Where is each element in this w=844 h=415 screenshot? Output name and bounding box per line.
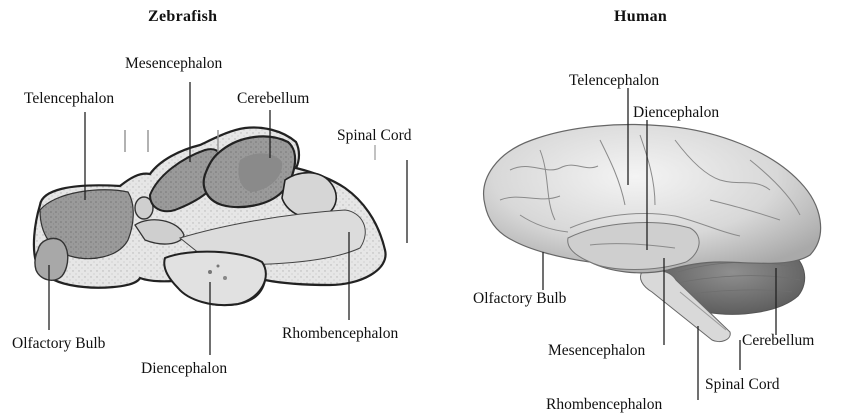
human-label-cerebellum: Cerebellum <box>742 332 814 350</box>
human-panel: Human Telencephalon Diencephalon Olfacto… <box>450 0 844 415</box>
zebrafish-title: Zebrafish <box>148 8 217 26</box>
zebrafish-panel: Zebrafish Mesencephalon Telencephalon Ce… <box>0 0 450 415</box>
zebrafish-label-olfactory-bulb: Olfactory Bulb <box>12 335 105 353</box>
zebrafish-label-cerebellum: Cerebellum <box>237 90 309 108</box>
human-label-olfactory-bulb: Olfactory Bulb <box>473 290 566 308</box>
human-label-rhombencephalon: Rhombencephalon <box>546 396 662 414</box>
zebrafish-label-telencephalon: Telencephalon <box>24 90 114 108</box>
human-label-spinal-cord: Spinal Cord <box>705 376 780 394</box>
zebrafish-label-diencephalon: Diencephalon <box>141 360 227 378</box>
human-brain-illustration <box>450 0 844 415</box>
human-title: Human <box>614 8 667 26</box>
zebrafish-diencephalon-region <box>164 252 266 305</box>
zebrafish-label-rhombencephalon: Rhombencephalon <box>282 325 398 343</box>
human-label-diencephalon: Diencephalon <box>633 104 719 122</box>
human-label-mesencephalon: Mesencephalon <box>548 342 645 360</box>
zebrafish-olfactory-bulb-region <box>35 238 68 280</box>
zebrafish-label-spinal-cord: Spinal Cord <box>337 127 412 145</box>
zebrafish-label-mesencephalon: Mesencephalon <box>125 55 222 73</box>
human-label-telencephalon: Telencephalon <box>569 72 659 90</box>
